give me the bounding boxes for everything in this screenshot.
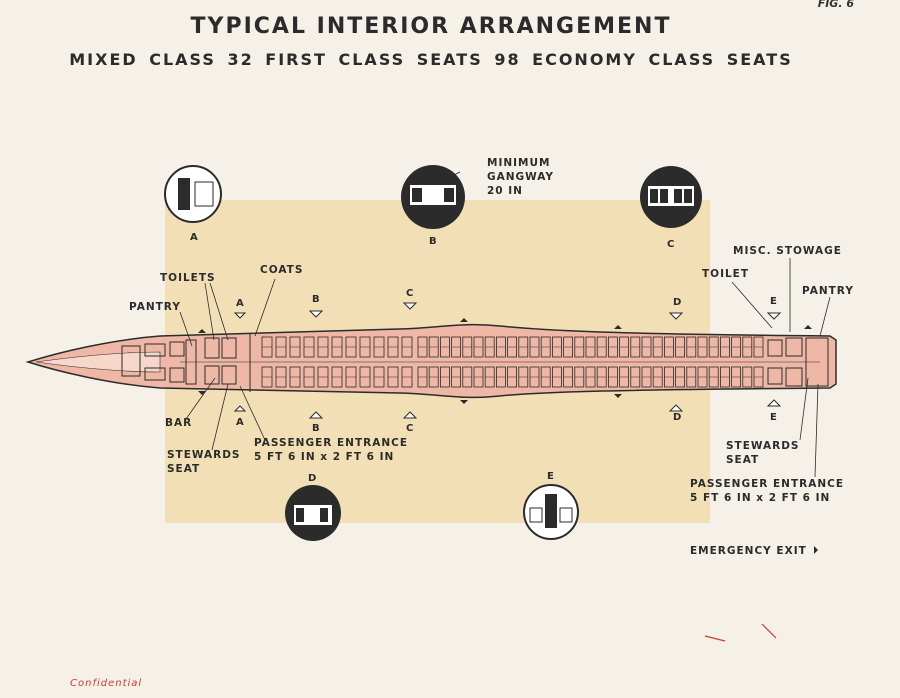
page-title: TYPICAL INTERIOR ARRANGEMENT <box>190 14 672 39</box>
arrow-label-d-upper: D <box>673 297 682 308</box>
nose-cone <box>35 351 161 373</box>
emergency-exit-key-icon <box>814 546 818 554</box>
section-arrows <box>233 302 782 419</box>
section-a-circle <box>164 165 222 223</box>
emergency-exit-markers <box>198 318 812 404</box>
page-subtitle: MIXED CLASS 32 FIRST CLASS SEATS 98 ECON… <box>69 50 793 69</box>
label-gangway-line2: GANGWAY <box>487 171 554 183</box>
arrow-label-b-upper: B <box>312 294 320 305</box>
label-pax-entrance-rear: PASSENGER ENTRANCE 5 FT 6 IN x 2 FT 6 IN <box>690 477 844 505</box>
label-stewards-seat-rear: STEWARDS SEAT <box>726 439 800 467</box>
section-e-circle <box>523 484 579 540</box>
arrow-label-d-lower: D <box>673 412 682 423</box>
label-pax-front-line2: 5 FT 6 IN x 2 FT 6 IN <box>254 451 395 463</box>
rear-galley <box>767 337 829 387</box>
label-stewards-seat-front: STEWARDS SEAT <box>167 448 241 476</box>
label-pantry-rear: PANTRY <box>802 285 854 297</box>
front-toilets <box>204 334 251 392</box>
section-label-e-bottom: E <box>547 471 554 482</box>
arrow-label-b-lower: B <box>312 423 320 434</box>
margin-marks <box>704 623 777 642</box>
label-gangway-line1: MINIMUM <box>487 157 551 169</box>
arrow-label-a-lower: A <box>236 417 244 428</box>
label-gangway-line3: 20 IN <box>487 185 523 197</box>
section-label-c-top: C <box>667 239 675 250</box>
confidential-mark: Confidential <box>70 678 143 689</box>
section-label-b-top: B <box>429 236 437 247</box>
label-toilet-rear: TOILET <box>702 268 750 280</box>
label-toilets: TOILETS <box>160 272 216 284</box>
label-coats: COATS <box>260 264 304 276</box>
section-c-circle <box>640 166 702 228</box>
label-pax-rear-line2: 5 FT 6 IN x 2 FT 6 IN <box>690 492 831 504</box>
label-stewards-rear-line1: STEWARDS <box>726 440 800 452</box>
label-misc-stowage: MISC. STOWAGE <box>733 245 842 257</box>
section-b-circle <box>401 165 465 229</box>
label-stewards-rear-line2: SEAT <box>726 454 760 466</box>
arrow-label-c-upper: C <box>406 288 414 299</box>
seat-rows-upper <box>261 336 764 358</box>
arrow-label-c-lower: C <box>406 423 414 434</box>
front-galley <box>121 339 197 385</box>
arrow-label-e-lower: E <box>770 412 777 423</box>
arrow-label-e-upper: E <box>770 296 777 307</box>
section-label-a-top: A <box>190 232 198 243</box>
label-stewards-front-line1: STEWARDS <box>167 449 241 461</box>
label-stewards-front-line2: SEAT <box>167 463 201 475</box>
arrow-label-a-upper: A <box>236 298 244 309</box>
label-pax-front-line1: PASSENGER ENTRANCE <box>254 437 409 449</box>
section-label-d-bottom: D <box>308 473 317 484</box>
fuselage-outline <box>25 323 837 399</box>
section-d-circle <box>285 485 341 541</box>
label-emergency-exit: EMERGENCY EXIT <box>690 545 807 557</box>
figure-number: FIG. 6 <box>817 0 854 10</box>
label-minimum-gangway: MINIMUM GANGWAY 20 IN <box>487 156 554 198</box>
label-pax-rear-line1: PASSENGER ENTRANCE <box>690 478 845 490</box>
label-pax-entrance-front: PASSENGER ENTRANCE 5 FT 6 IN x 2 FT 6 IN <box>254 436 408 464</box>
seat-rows-lower <box>261 366 764 388</box>
label-pantry-front: PANTRY <box>129 301 181 313</box>
label-bar: BAR <box>165 417 193 429</box>
